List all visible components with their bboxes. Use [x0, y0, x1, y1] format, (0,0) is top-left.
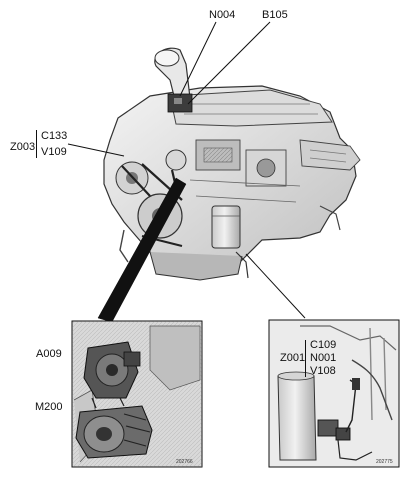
label-n001: N001 — [310, 352, 337, 364]
label-z001: Z001 — [280, 352, 306, 364]
label-c109: C109 — [310, 339, 337, 351]
bracket-z003 — [36, 130, 37, 158]
label-z003: Z003 — [10, 141, 36, 153]
label-c133: C133 — [41, 130, 68, 142]
label-m200: M200 — [35, 401, 63, 413]
reference-number-right: 202775 — [376, 459, 393, 465]
label-v108: V108 — [310, 365, 336, 377]
leader-z001-detail — [245, 253, 306, 319]
label-b105: B105 — [262, 9, 288, 21]
leader-z003 — [67, 143, 125, 157]
label-a009: A009 — [36, 348, 62, 360]
reference-number-left: 202766 — [176, 459, 193, 465]
right-detail-view — [268, 319, 400, 468]
left-detail-view — [71, 320, 203, 468]
label-v109: V109 — [41, 146, 67, 158]
leader-b105 — [187, 21, 271, 105]
leader-n004 — [179, 21, 217, 97]
engine-illustration — [103, 47, 361, 281]
bracket-z001 — [305, 340, 306, 377]
leader-lines — [67, 21, 306, 319]
label-n004: N004 — [209, 9, 236, 21]
